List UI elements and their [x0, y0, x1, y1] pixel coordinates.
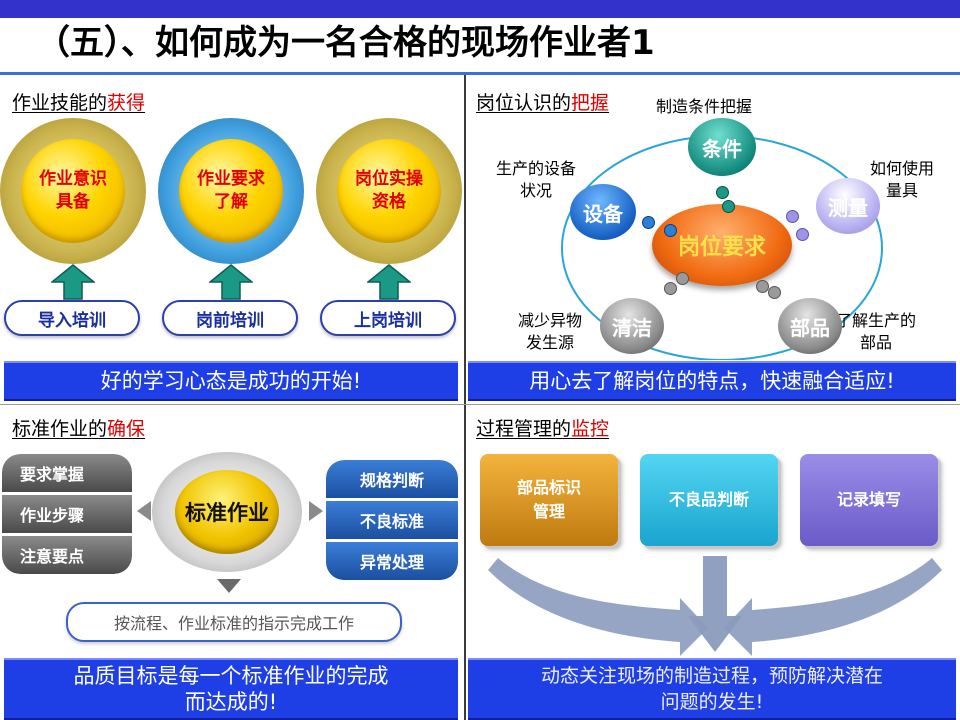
node-parts: 部品 [778, 298, 842, 354]
caption-parts: 了解生产的部品 [836, 311, 917, 352]
up-arrow-icon [209, 264, 253, 300]
training-pre-job: 岗前培训 [162, 300, 298, 336]
right-arrow-icon [309, 501, 323, 521]
right-stack-item: 规格判断 [326, 460, 458, 498]
left-stack-item: 要求掌握 [2, 454, 132, 492]
caption-clean: 减少异物发生源 [518, 311, 583, 352]
orbit-dot [756, 280, 769, 293]
node-job-requirements: 岗位要求 [652, 204, 792, 286]
process-banner: 动态关注现场的制造过程，预防解决潜在问题的发生! [468, 658, 956, 720]
position-banner: 用心去了解岗位的特点，快速融合适应! [468, 361, 956, 401]
left-stack-item: 作业步骤 [2, 495, 132, 533]
skills-banner: 好的学习心态是成功的开始! [4, 361, 458, 401]
left-stack-item: 注意要点 [2, 536, 132, 574]
top-color-bar [0, 0, 960, 18]
orbit-dot [722, 200, 735, 213]
skill-circle-requirements: 作业要求了解 [158, 118, 304, 264]
left-arrow-icon [137, 501, 151, 521]
right-stack-item: 不良标准 [326, 501, 458, 539]
node-equipment: 设备 [570, 184, 636, 240]
process-heading: 过程管理的监控 [476, 418, 610, 440]
skills-heading: 作业技能的获得 [12, 92, 146, 114]
process-box-defect-judgement: 不良品判断 [640, 454, 778, 546]
caption-condition: 制造条件把握 [656, 97, 753, 116]
page-title: （五）、如何成为一名合格的现场作业者1 [36, 23, 655, 63]
orbit-dot [716, 186, 729, 199]
node-condition: 条件 [688, 118, 756, 176]
standard-banner: 品质目标是每一个标准作业的完成而达成的! [4, 658, 458, 720]
standard-heading: 标准作业的确保 [12, 418, 146, 440]
left-stack: 要求掌握 作业步骤 注意要点 [2, 454, 132, 574]
orbit-dot [768, 286, 781, 299]
title-rule [0, 72, 960, 75]
caption-measure: 如何使用量具 [870, 159, 935, 200]
orbit-dot [664, 224, 677, 237]
node-measure: 测量 [816, 178, 880, 234]
instruction-pill: 按流程、作业标准的指示完成工作 [66, 602, 402, 642]
up-arrow-icon [51, 264, 95, 300]
standard-work-core: 标准作业 [152, 452, 302, 572]
skill-circle-qualification: 岗位实操资格 [316, 118, 462, 264]
orbit-dot [786, 210, 799, 223]
skill-circle-awareness: 作业意识具备 [0, 118, 146, 264]
process-box-record: 记录填写 [800, 454, 938, 546]
process-box-parts-id: 部品标识管理 [480, 454, 618, 546]
horizontal-divider [0, 404, 960, 405]
up-arrow-icon [367, 264, 411, 300]
node-clean: 清洁 [600, 298, 664, 354]
right-stack: 规格判断 不良标准 异常处理 [326, 460, 458, 582]
orbit-dot [642, 216, 655, 229]
orbit-dot [676, 272, 689, 285]
orbit-dot [664, 282, 677, 295]
orbit-dot [796, 228, 809, 241]
caption-equipment: 生产的设备状况 [496, 159, 577, 200]
converging-arrows [488, 556, 942, 656]
training-intro: 导入培训 [4, 300, 140, 336]
down-arrow-icon [217, 579, 241, 593]
right-stack-item: 异常处理 [326, 542, 458, 580]
training-on-job: 上岗培训 [320, 300, 456, 336]
vertical-divider [464, 75, 466, 720]
position-heading: 岗位认识的把握 [476, 92, 610, 114]
